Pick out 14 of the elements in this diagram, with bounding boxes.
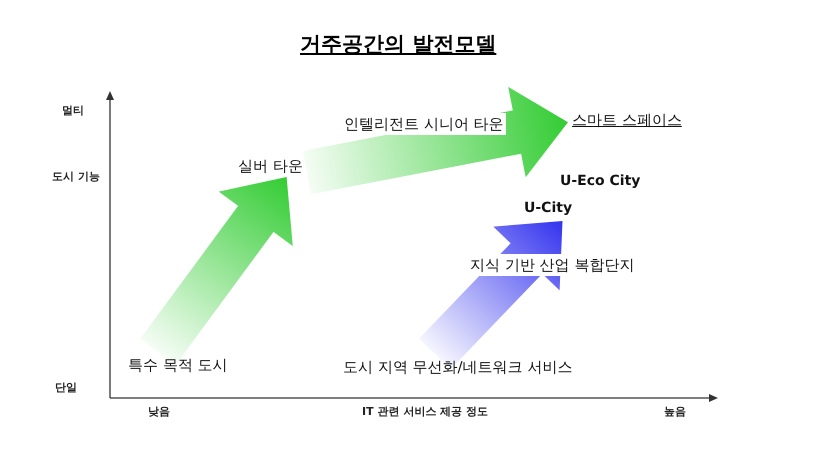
stage-label: 도시 지역 무선화/네트워크 서비스 [343,356,572,378]
axis-title: IT 관련 서비스 제공 정도 [362,404,488,419]
axis-label: 단일 [55,380,77,395]
stage-label: 스마트 스페이스 [572,109,682,131]
stage-label: 특수 목적 도시 [128,354,228,376]
city-label: U-City [524,197,572,219]
axis-label: 멀티 [62,103,84,118]
axis-label: 높음 [664,404,686,419]
city-label: U-Eco City [560,172,640,191]
title: 거주공간의 발전모델 [300,31,496,58]
stage-label: 실버 타운 [238,155,303,177]
arrow [140,177,293,365]
axis-label: 낮음 [148,404,170,419]
axis-label: 도시 기능 [52,169,100,184]
